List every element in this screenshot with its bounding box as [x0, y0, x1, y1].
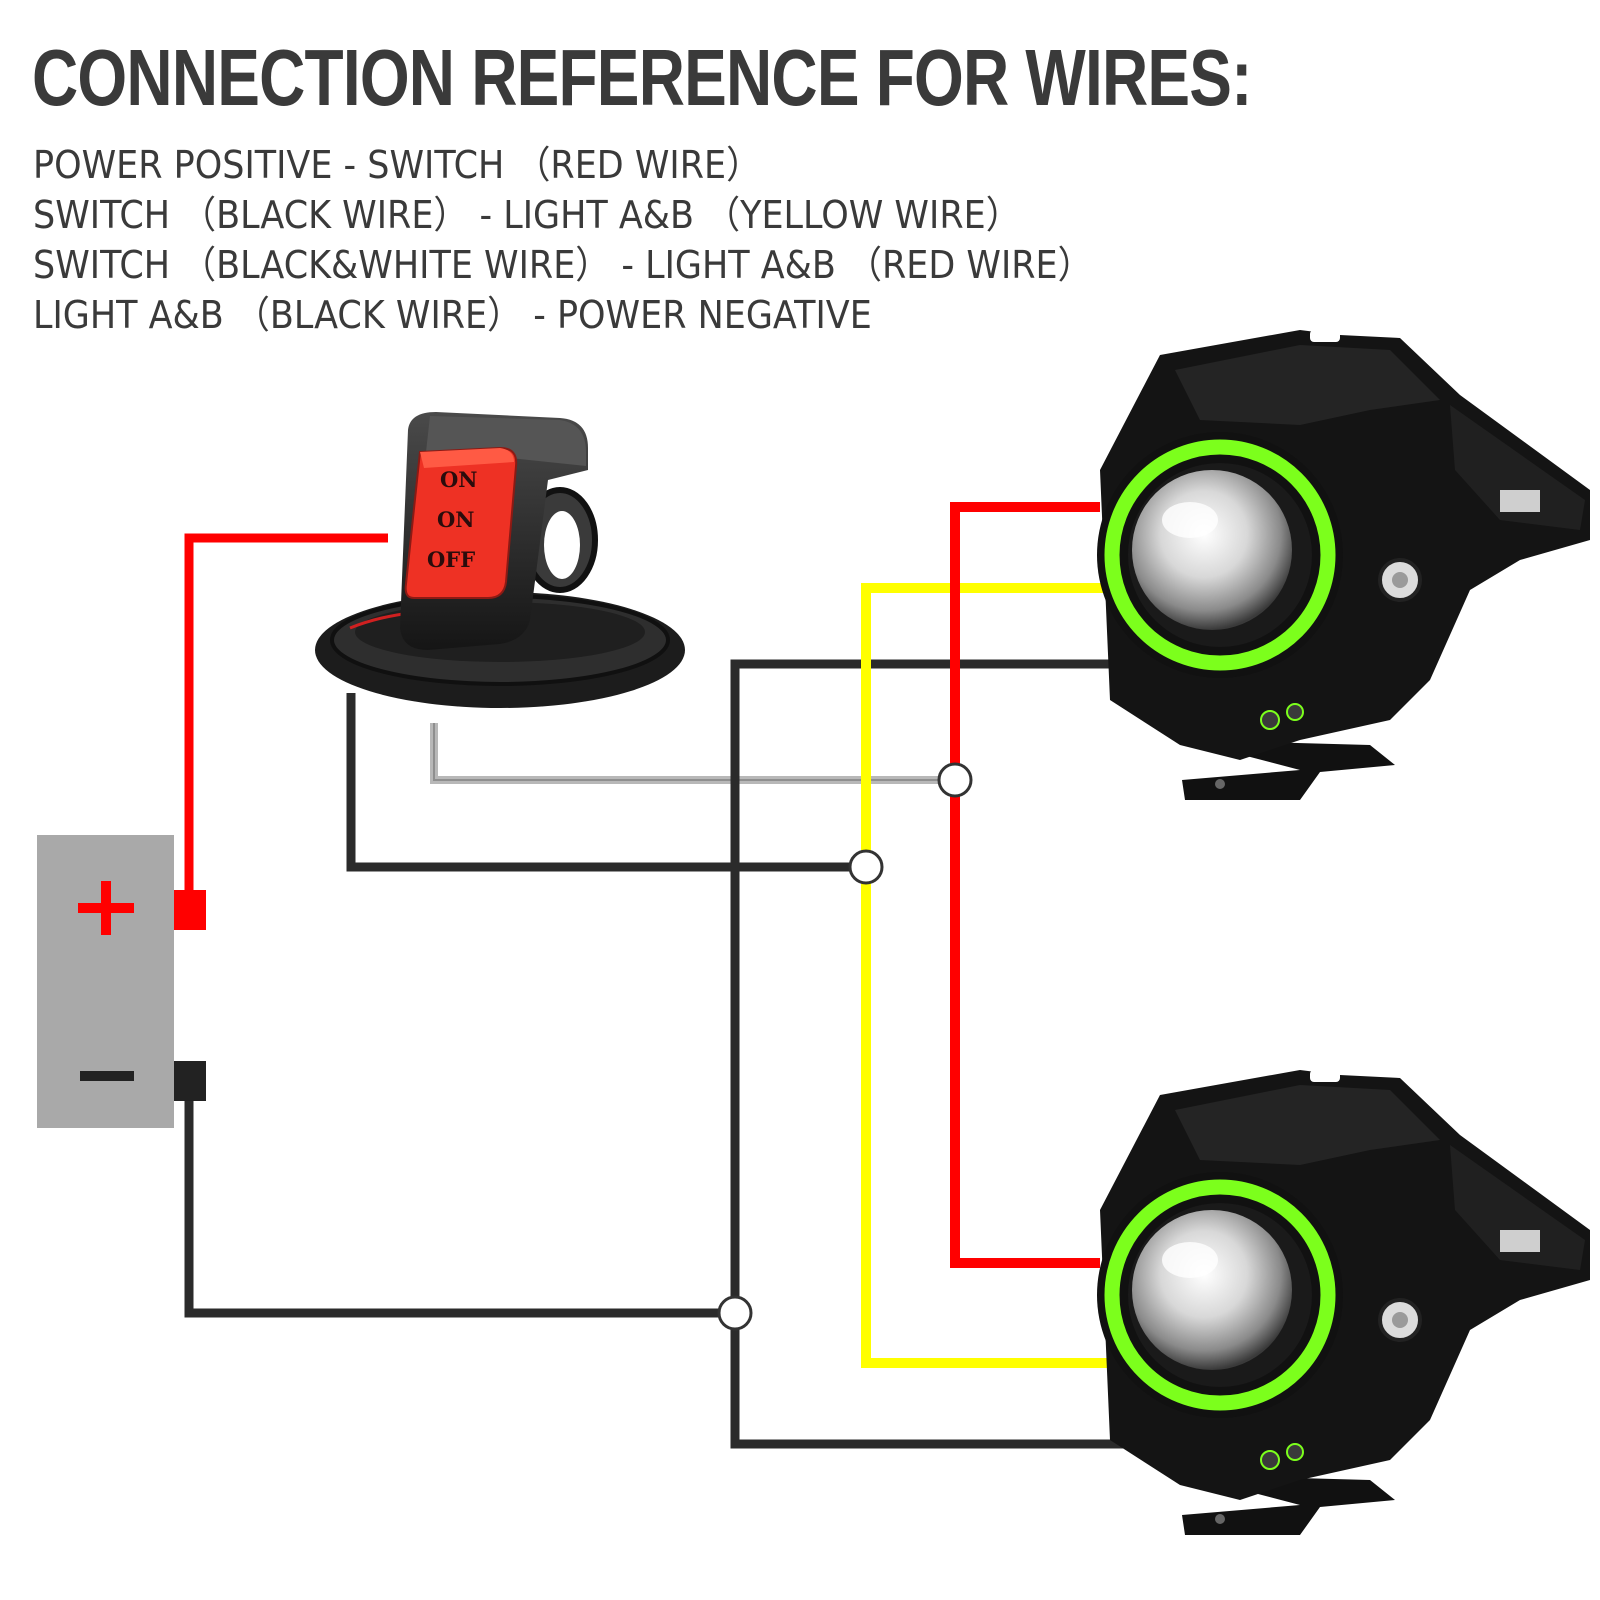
switch-label-on-2: ON — [437, 507, 475, 532]
led-headlight-icon — [1097, 330, 1590, 800]
wire-entries — [1080, 502, 1100, 1268]
legend-line-4: LIGHT A&B （BLACK WIRE） - POWER NEGATIVE — [33, 293, 872, 337]
wire-red-lights — [950, 502, 1095, 1268]
negative-symbol — [80, 1071, 134, 1081]
wire-black-light-ground — [730, 659, 1160, 1449]
positive-symbol-v — [101, 881, 111, 935]
battery-positive-terminal — [174, 890, 206, 930]
wire-black-negative — [184, 1101, 735, 1318]
battery-body — [37, 835, 174, 1128]
wire-grey-switch — [430, 723, 955, 784]
legend-line-2: SWITCH （BLACK WIRE） - LIGHT A&B （YELLOW … — [33, 193, 1021, 237]
battery-icon — [37, 835, 206, 1128]
legend-line-1: POWER POSITIVE - SWITCH （RED WIRE） — [33, 143, 762, 187]
junction-red-grey — [937, 762, 973, 798]
legend-line-3: SWITCH （BLACK&WHITE WIRE） - LIGHT A&B （R… — [33, 243, 1093, 287]
rocker-switch-icon: ON ON OFF — [315, 412, 685, 708]
page-title: CONNECTION REFERENCE FOR WIRES: — [32, 33, 1252, 122]
battery-negative-terminal — [174, 1061, 206, 1101]
led-headlight-icon — [1097, 1070, 1590, 1535]
wire-red-power-positive — [184, 533, 388, 890]
junctions — [717, 762, 973, 1331]
wire-black-switch — [346, 693, 866, 872]
junction-ground — [717, 1295, 753, 1331]
wire-yellow-lights — [861, 583, 1110, 1368]
switch-label-on-1: ON — [440, 467, 478, 492]
wires — [184, 502, 1160, 1449]
switch-label-off: OFF — [427, 547, 475, 572]
junction-yellow-black — [848, 849, 884, 885]
